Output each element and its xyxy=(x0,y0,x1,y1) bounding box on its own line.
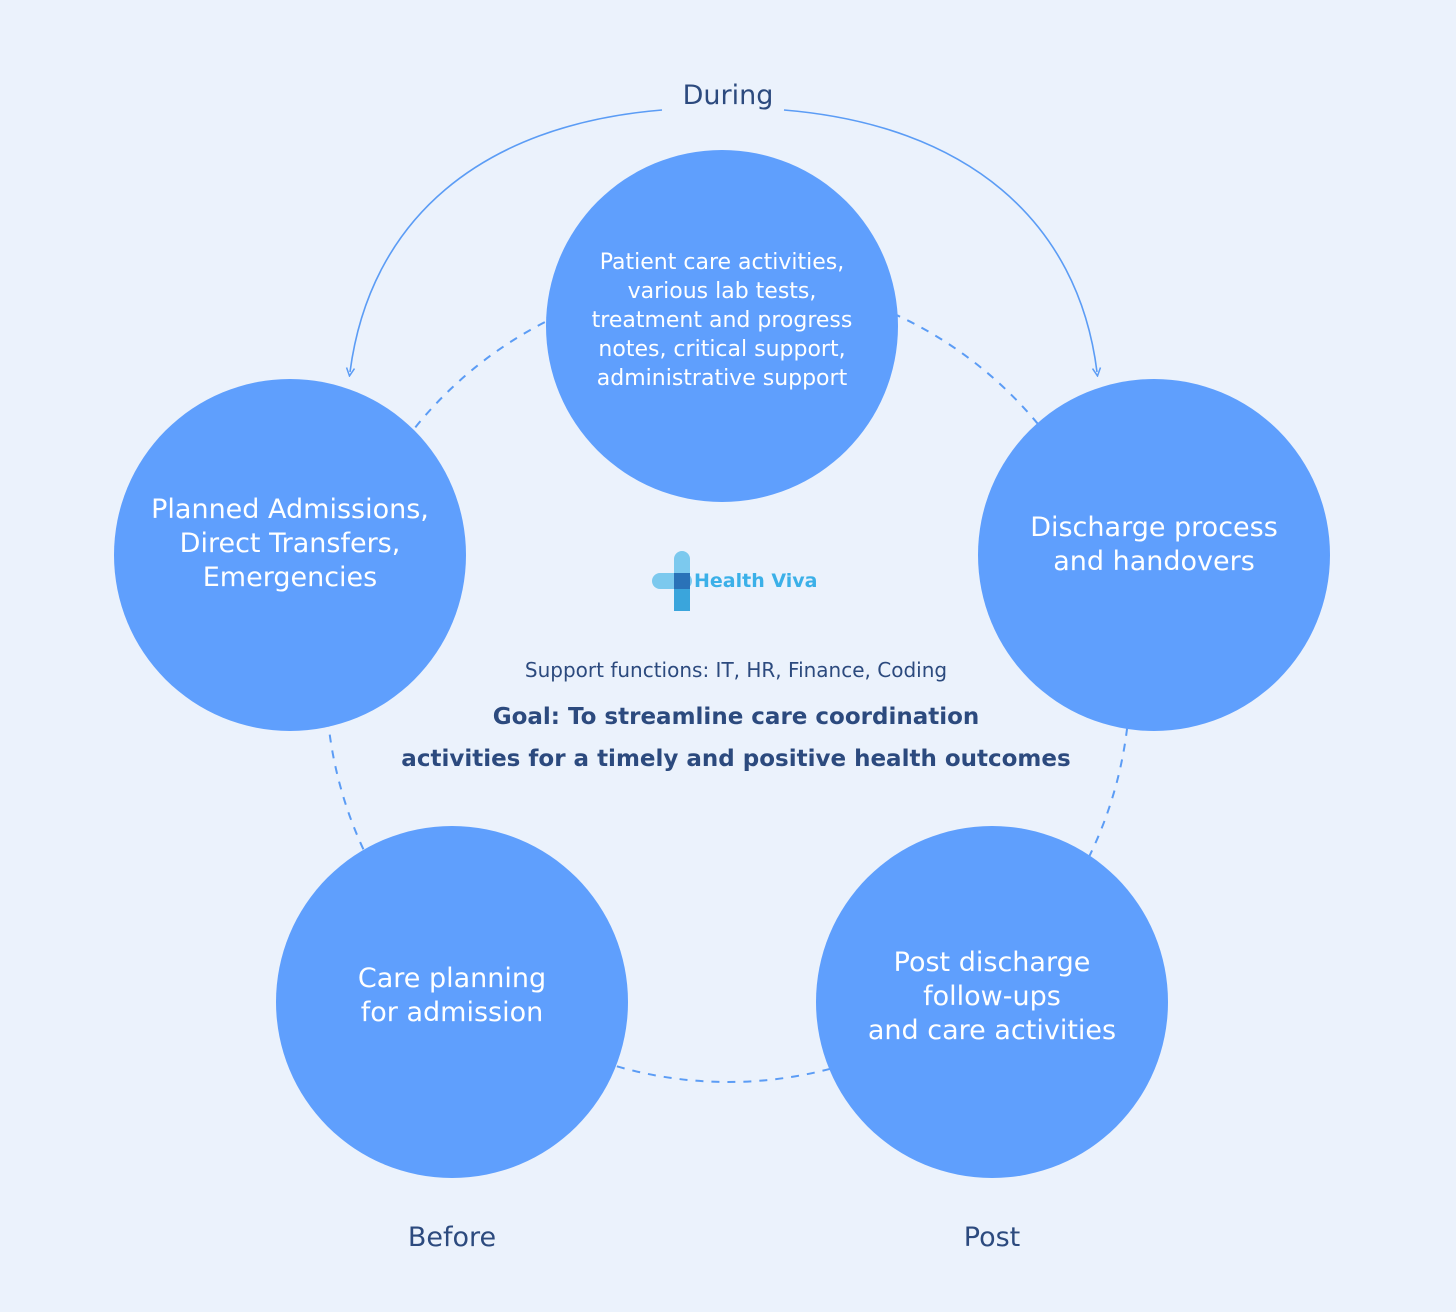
medical-cross-icon xyxy=(652,551,692,611)
right-arrow-arc xyxy=(783,109,1097,372)
left-arrow-arc xyxy=(350,109,663,372)
post-discharge-text: Post discharge follow-ups and care activ… xyxy=(867,947,1117,1046)
support-functions-text: Support functions: IT, HR, Finance, Codi… xyxy=(524,658,948,682)
care-planning-text: Care planning for admission xyxy=(357,963,547,1028)
post-discharge-circle: Post discharge follow-ups and care activ… xyxy=(816,826,1168,1178)
admissions-text: Planned Admissions, Direct Transfers, Em… xyxy=(151,494,429,593)
discharge-circle: Discharge process and handovers xyxy=(978,379,1330,731)
during-activities-circle: Patient care activities, various lab tes… xyxy=(546,150,898,502)
discharge-text: Discharge process and handovers xyxy=(1030,512,1278,577)
phase-label-during: During xyxy=(682,80,774,111)
care-planning-circle: Care planning for admission xyxy=(276,826,628,1178)
phase-label-post: Post xyxy=(963,1222,1021,1253)
phase-label-before: Before xyxy=(407,1222,497,1253)
admissions-circle: Planned Admissions, Direct Transfers, Em… xyxy=(114,379,466,731)
goal-statement: Goal: To streamline care coordination ac… xyxy=(401,704,1071,772)
during-activities-text: Patient care activities, various lab tes… xyxy=(591,250,853,391)
logo-text: Health Viva xyxy=(694,570,818,592)
health-viva-logo: Health Viva xyxy=(650,550,820,612)
